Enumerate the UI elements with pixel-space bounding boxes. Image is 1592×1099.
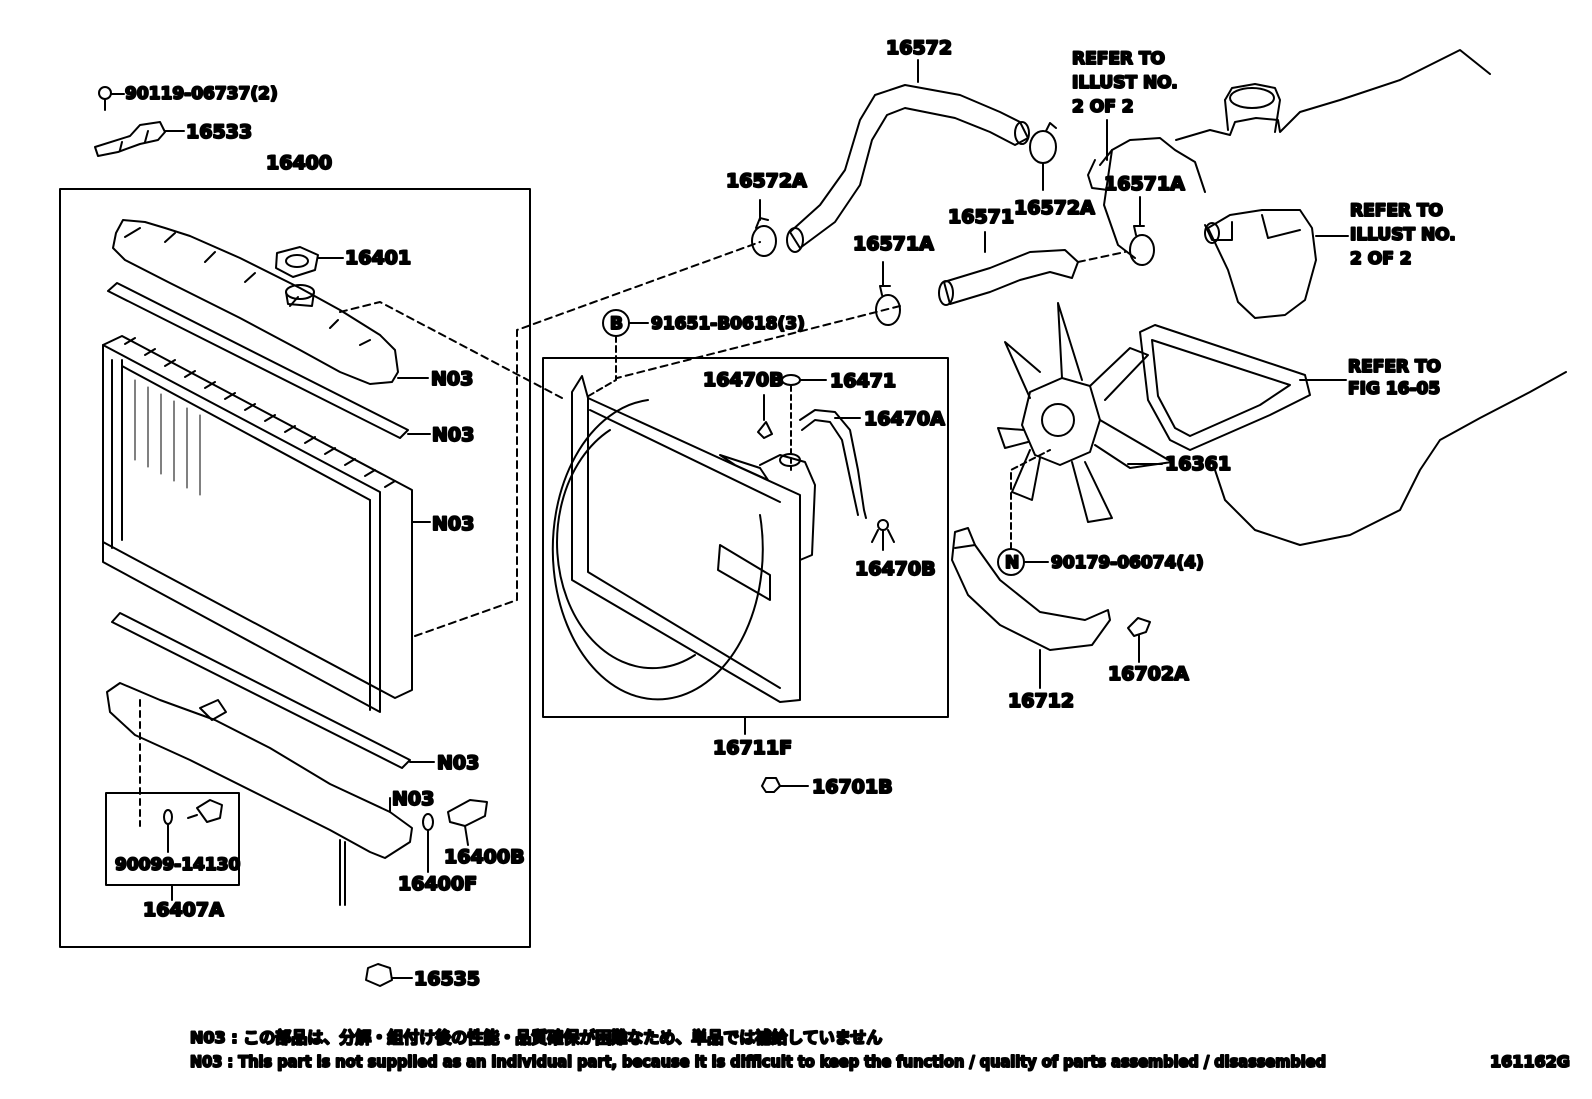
refer-note: REFER TO FIG 16-05 (1348, 357, 1447, 399)
figure-id: 161162G (1490, 1052, 1570, 1071)
bolt-n-callout (997, 449, 1051, 576)
fan-icon (997, 302, 1173, 523)
part-label: 16572A (1014, 197, 1095, 219)
bolt-b-callout (584, 309, 649, 399)
part-label: 16401 (345, 247, 411, 269)
clip-icon (1127, 617, 1151, 663)
upper-radiator-hose (786, 84, 1030, 253)
footnote-japanese: N03 : この部品は、分解・組付け後の性能・品質確保が困難なため、単品では補給… (190, 1028, 882, 1047)
part-label: 16470A (864, 408, 945, 430)
part-label: 16470B (703, 369, 784, 391)
radiator-assembly-box (59, 188, 531, 948)
hose-clamp-icon (1129, 196, 1155, 266)
part-label: 16533 (186, 121, 252, 143)
part-label: 16711F (713, 737, 792, 759)
part-label: N03 (432, 513, 474, 535)
hose-clamp-icon (1029, 122, 1057, 191)
radiator-core (102, 335, 431, 713)
water-outlet-housing (1204, 209, 1349, 319)
part-label: 16712 (1008, 690, 1074, 712)
part-label: 91651-B0618(3) (651, 314, 805, 334)
part-label: N03 (432, 424, 474, 446)
refer-line: ILLUST NO. (1350, 225, 1456, 245)
part-label: 90179-06074(4) (1051, 553, 1204, 573)
part-label: 16572A (726, 170, 807, 192)
drain-cock-box (105, 792, 240, 886)
refer-line: FIG 16-05 (1348, 379, 1440, 399)
part-label: 16571A (853, 233, 934, 255)
part-label: 16400 (266, 152, 332, 174)
part-label: 16470B (855, 558, 936, 580)
o-ring-icon (422, 813, 434, 831)
part-label: N03 (431, 368, 473, 390)
lower-radiator-hose (938, 231, 1079, 306)
part-label: N03 (392, 788, 434, 810)
refer-line: REFER TO (1348, 357, 1441, 377)
lower-gasket (111, 612, 411, 769)
fan-shroud-lower (951, 527, 1111, 689)
drain-plug-icon (187, 799, 223, 823)
part-label: 90099-14130 (115, 855, 241, 875)
cap-seat-icon (275, 246, 344, 278)
hose-clamp-icon (875, 261, 901, 326)
overflow-hose (799, 409, 867, 519)
hose-clamp-icon (871, 519, 895, 551)
refer-line: 2 OF 2 (1350, 249, 1412, 269)
part-label: N03 (437, 752, 479, 774)
refer-line: REFER TO (1350, 201, 1443, 221)
circle-letter: B (610, 314, 623, 334)
part-label: 16471 (830, 370, 896, 392)
refer-note: REFER TO ILLUST NO. 2 OF 2 (1350, 201, 1462, 269)
reservoir-cap-icon (781, 374, 801, 386)
engine-outline (1087, 49, 1567, 546)
part-label: 16701B (812, 776, 893, 798)
circle-letter: N (1005, 553, 1019, 573)
footnote-english: N03 : This part is not supplied as an in… (190, 1052, 1326, 1071)
part-label: 16361 (1165, 453, 1231, 475)
temp-sensor-icon (447, 799, 488, 846)
hose-clamp-icon (751, 199, 777, 257)
part-label: 16571 (948, 206, 1014, 228)
part-label: 16535 (414, 968, 480, 990)
part-label: 16400B (444, 846, 525, 868)
part-label: 16572 (886, 37, 952, 59)
drive-belt-icon (1139, 324, 1347, 451)
refer-line: 2 OF 2 (1072, 97, 1134, 117)
part-label: 16702A (1108, 663, 1189, 685)
upper-gasket (107, 282, 409, 439)
fan-shroud (551, 375, 816, 703)
cushion-icon (365, 963, 413, 987)
part-label: 90119-06737(2) (125, 84, 278, 104)
part-label: 16571A (1104, 173, 1185, 195)
radiator-upper-tank (112, 219, 429, 385)
part-label: 16400F (398, 873, 477, 895)
refer-line: ILLUST NO. (1072, 73, 1178, 93)
bracket-icon (94, 121, 185, 157)
bolt-icon (98, 86, 125, 111)
o-ring-icon (163, 809, 173, 825)
grommet-icon (761, 777, 809, 793)
hose-clamp-icon (757, 394, 773, 439)
refer-line: REFER TO (1072, 49, 1165, 69)
radiator-cap-icon (285, 284, 315, 307)
part-label: 16407A (143, 899, 224, 921)
radiator-lower-tank (106, 682, 413, 906)
refer-note: REFER TO ILLUST NO. 2 OF 2 (1072, 49, 1184, 117)
